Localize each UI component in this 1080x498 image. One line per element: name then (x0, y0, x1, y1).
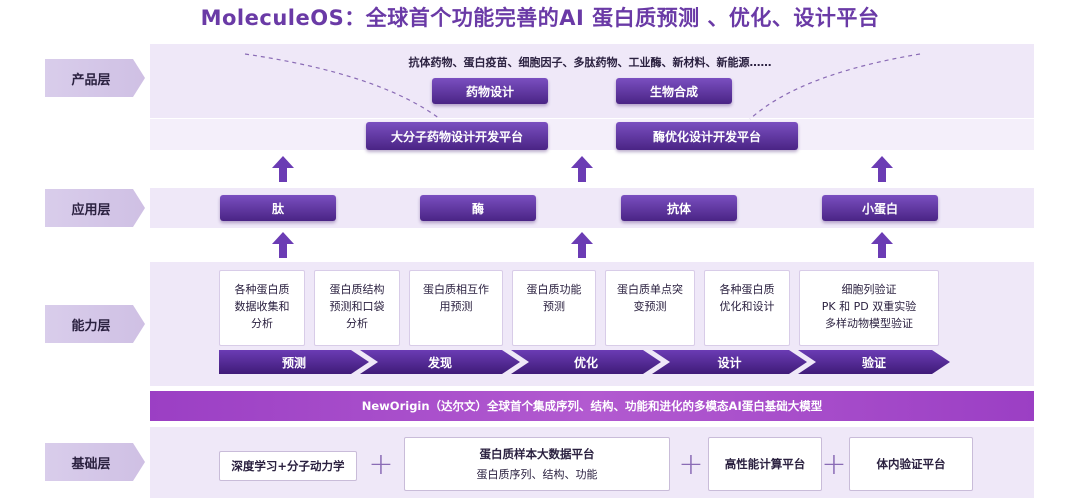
foundation-hpc-platform: 高性能计算平台 (708, 437, 822, 491)
capability-box-structure-prediction: 蛋白质结构 预测和口袋 分析 (314, 270, 400, 346)
up-arrow-icon (272, 156, 294, 182)
foundation-deep-learning-title: 深度学习+分子动力学 (231, 459, 345, 473)
up-arrow-icon (871, 156, 893, 182)
application-item-enzyme[interactable]: 酶 (420, 195, 536, 221)
capability-box-interaction-prediction: 蛋白质相互作 用预测 (409, 270, 503, 346)
page-title: MoleculeOS：全球首个功能完善的AI 蛋白质预测 、优化、设计平台 (200, 6, 880, 30)
capability-box-optimization-design: 各种蛋白质 优化和设计 (704, 270, 790, 346)
application-item-small-protein[interactable]: 小蛋白 (822, 195, 938, 221)
biosynthesis-pill[interactable]: 生物合成 (616, 78, 732, 104)
flow-step-design: 设计 (652, 350, 807, 374)
capability-box-function-prediction: 蛋白质功能 预测 (512, 270, 596, 346)
enzyme-platform-pill[interactable]: 酶优化设计开发平台 (616, 122, 798, 150)
foundation-in-vivo-title: 体内验证平台 (876, 457, 946, 471)
product-domains-text: 抗体药物、蛋白疫苗、细胞因子、多肽药物、工业酶、新材料、新能源…… (408, 56, 772, 69)
flow-step-predict: 预测 (219, 350, 369, 374)
layer-tag-foundation: 基础层 (45, 443, 145, 481)
layer-tag-product: 产品层 (45, 59, 145, 97)
up-arrow-icon (571, 232, 593, 258)
plus-icon: + (678, 447, 704, 482)
flow-step-discover: 发现 (360, 350, 520, 374)
capability-box-validation: 细胞列验证 PK 和 PD 双重实验 多样动物模型验证 (799, 270, 939, 346)
drug-design-pill[interactable]: 药物设计 (432, 78, 548, 104)
foundation-in-vivo-platform: 体内验证平台 (849, 437, 973, 491)
capability-box-mutation-prediction: 蛋白质单点突 变预测 (605, 270, 695, 346)
foundation-model-banner: NewOrigin（达尔文）全球首个集成序列、结构、功能和进化的多模态AI蛋白基… (150, 391, 1034, 421)
plus-icon: + (821, 447, 847, 482)
flow-step-optimize: 优化 (511, 350, 661, 374)
plus-icon: + (368, 447, 394, 482)
up-arrow-icon (871, 232, 893, 258)
dashed-curves (244, 53, 921, 120)
application-item-peptide[interactable]: 肽 (220, 195, 336, 221)
macromolecule-platform-pill[interactable]: 大分子药物设计开发平台 (366, 122, 548, 150)
foundation-hpc-title: 高性能计算平台 (724, 457, 806, 471)
product-platform-strip (150, 118, 1034, 150)
layer-tag-capability: 能力层 (45, 305, 145, 343)
foundation-big-data-title: 蛋白质样本大数据平台 (479, 447, 595, 461)
foundation-big-data-platform: 蛋白质样本大数据平台 蛋白质序列、结构、功能 (404, 437, 670, 491)
flow-step-validate: 验证 (798, 350, 950, 374)
foundation-deep-learning: 深度学习+分子动力学 (219, 451, 357, 481)
application-item-antibody[interactable]: 抗体 (621, 195, 737, 221)
layer-tag-application: 应用层 (45, 189, 145, 227)
up-arrow-icon (571, 156, 593, 182)
up-arrow-icon (272, 232, 294, 258)
capability-box-data-analysis: 各种蛋白质 数据收集和 分析 (219, 270, 305, 346)
foundation-big-data-sub: 蛋白质序列、结构、功能 (476, 468, 598, 481)
